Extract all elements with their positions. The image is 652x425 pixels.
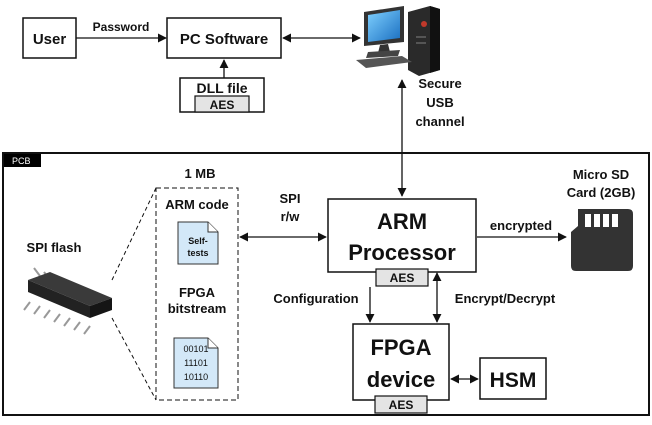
zoom-line-top xyxy=(111,187,157,281)
micro-sd-label-1: Micro SD xyxy=(573,167,629,182)
fpga-aes-tag xyxy=(374,395,428,414)
flash-size-label: 1 MB xyxy=(184,166,215,181)
encrypted-label: encrypted xyxy=(490,218,552,233)
user-label: User xyxy=(33,31,67,48)
fpga-label: FPGA xyxy=(370,335,431,360)
binary-line-3: 10110 xyxy=(184,372,208,382)
arm-aes-label: AES xyxy=(390,271,415,285)
spi-label: SPI xyxy=(280,191,301,206)
pcb-label: PCB xyxy=(12,156,31,166)
self-tests-document-icon xyxy=(177,221,219,265)
configuration-label: Configuration xyxy=(273,291,358,306)
usb-label: USB xyxy=(426,95,453,110)
spi-flash-label: SPI flash xyxy=(27,240,82,255)
fpga-aes-label: AES xyxy=(389,398,414,412)
self-tests-label-2: tests xyxy=(187,248,208,258)
spi-flash-chip-icon xyxy=(23,267,112,335)
fpga-device-box xyxy=(352,323,450,401)
fpga-bitstream-label-2: bitstream xyxy=(168,301,227,316)
computer-icon xyxy=(356,6,440,76)
dll-file-label: DLL file xyxy=(196,80,247,96)
self-tests-label-1: Self- xyxy=(188,236,208,246)
password-label: Password xyxy=(93,20,150,34)
user-box xyxy=(22,17,77,59)
channel-label: channel xyxy=(415,114,464,129)
dll-aes-tag xyxy=(194,95,250,113)
hsm-label: HSM xyxy=(490,369,537,392)
dll-aes-label: AES xyxy=(210,98,235,112)
pcb-tag xyxy=(4,154,41,167)
zoom-line-bottom xyxy=(111,317,157,401)
micro-sd-label-2: Card (2GB) xyxy=(567,185,636,200)
hsm-box xyxy=(479,357,547,400)
binary-line-1: 00101 xyxy=(183,344,208,354)
device-label: device xyxy=(367,367,436,392)
rw-label: r/w xyxy=(281,209,301,224)
arm-aes-tag xyxy=(375,268,429,287)
encrypt-decrypt-label: Encrypt/Decrypt xyxy=(455,291,556,306)
fpga-bitstream-label-1: FPGA xyxy=(179,285,216,300)
micro-sd-card-icon xyxy=(571,209,633,271)
pcb-border xyxy=(2,152,650,416)
processor-label: Processor xyxy=(348,240,456,265)
secure-label: Secure xyxy=(418,76,461,91)
arm-code-label: ARM code xyxy=(165,197,229,212)
arm-label: ARM xyxy=(377,209,427,234)
pc-software-label: PC Software xyxy=(180,31,268,48)
bitstream-document-icon xyxy=(173,337,219,389)
binary-line-2: 11101 xyxy=(184,358,208,368)
pc-software-box xyxy=(166,17,282,59)
